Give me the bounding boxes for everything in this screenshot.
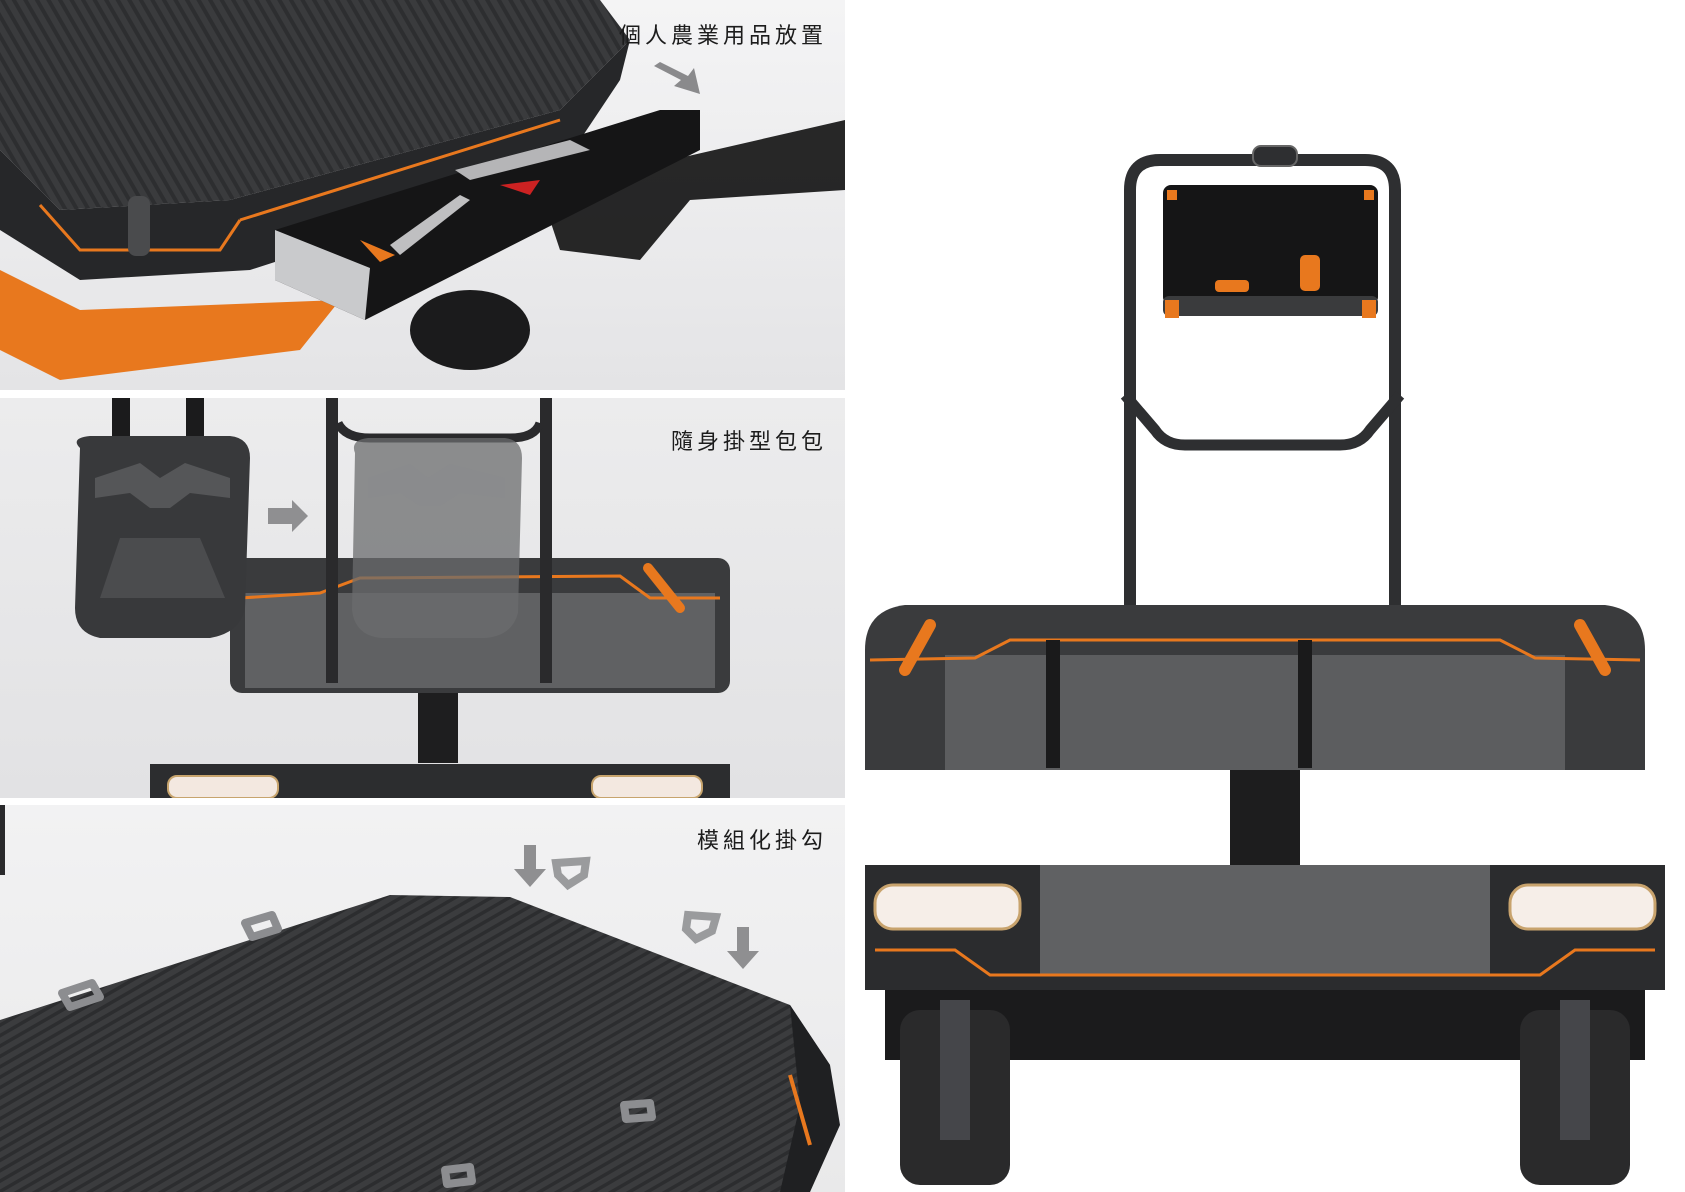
hook-detached xyxy=(681,910,722,944)
accent-line xyxy=(38,204,242,252)
handle-bar-right xyxy=(540,398,552,683)
light-left xyxy=(167,775,279,798)
deck-top xyxy=(0,0,630,210)
bag xyxy=(75,436,250,638)
bag-label: 隨身掛型包包 xyxy=(670,430,827,455)
drawer-illustration xyxy=(0,0,845,380)
peg xyxy=(1300,255,1320,291)
handle-bar-left xyxy=(326,398,338,683)
holder-box xyxy=(1163,185,1378,305)
headlight-left xyxy=(873,883,1022,931)
cart-front-illustration xyxy=(865,145,1665,1185)
metal-panel xyxy=(1040,865,1490,975)
handle-slot xyxy=(128,196,150,256)
front-view xyxy=(845,0,1685,1192)
deck-top xyxy=(0,895,830,1192)
hook xyxy=(620,1099,656,1123)
drawer-panel: 個人農業用品放置 xyxy=(0,0,845,390)
arrow-icon xyxy=(727,927,759,969)
handle-grip xyxy=(1574,619,1611,676)
handle-crossbar xyxy=(1120,391,1405,451)
handle-grip xyxy=(899,619,936,676)
drawer-label: 個人農業用品放置 xyxy=(618,24,827,49)
hooks-illustration xyxy=(0,805,840,1192)
support-column xyxy=(1230,770,1300,865)
arrow-icon xyxy=(654,62,700,94)
pruner-handle xyxy=(500,180,540,195)
wheel xyxy=(410,290,530,370)
knob xyxy=(1215,280,1249,292)
bag-attached xyxy=(352,438,522,638)
support-column xyxy=(418,693,458,763)
trowel xyxy=(455,140,590,180)
bag-panel: 隨身掛型包包 xyxy=(0,398,845,798)
hand-silhouette xyxy=(540,120,845,260)
hook xyxy=(441,1163,476,1188)
accent-line xyxy=(788,1074,812,1146)
metal-panel xyxy=(945,655,1565,770)
hooks-label: 模組化掛勾 xyxy=(696,829,827,854)
shears xyxy=(390,195,470,255)
arrow-icon xyxy=(514,845,546,887)
accent-line xyxy=(869,638,1641,662)
hook xyxy=(241,911,282,941)
hook xyxy=(58,979,104,1011)
bag-illustration xyxy=(75,398,730,798)
accent-line xyxy=(875,948,1655,977)
hooks-panel: 模組化掛勾 xyxy=(0,805,845,1192)
light-right xyxy=(591,775,703,798)
hook-detached xyxy=(551,856,591,891)
handle-grip xyxy=(643,563,685,613)
drawer xyxy=(275,110,700,320)
drawer-rail xyxy=(275,230,370,320)
cart-body xyxy=(0,40,630,280)
corner-accent xyxy=(1165,300,1179,318)
headlight-right xyxy=(1508,883,1657,931)
top-latch xyxy=(1252,145,1298,167)
arrow-icon xyxy=(268,500,308,532)
orange-base xyxy=(0,270,340,380)
cart-edge xyxy=(780,1005,840,1192)
chassis xyxy=(885,990,1645,1060)
